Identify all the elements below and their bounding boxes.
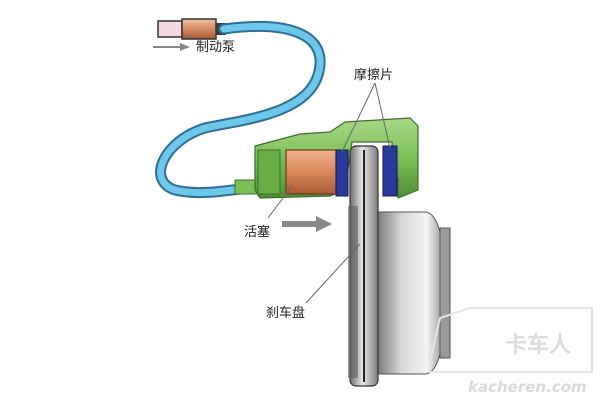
piston-push-arrow [282, 216, 332, 232]
wheel-hub [369, 211, 451, 375]
brake-disc [348, 145, 379, 387]
watermark-logo: 卡车人 kacheren.com [429, 307, 593, 396]
leader-lines [267, 82, 391, 304]
brake-hose [155, 21, 326, 199]
brake-disc-label: 刹车盘 [266, 305, 305, 321]
hose-fitting [234, 179, 258, 195]
master-cylinder-label: 制动泵 [196, 40, 235, 55]
watermark-brand: 卡车人 [505, 332, 571, 358]
master-cylinder [157, 18, 226, 40]
master-cylinder-arrow [153, 43, 190, 51]
piston-body [285, 149, 337, 195]
brake-pad-outer [382, 145, 398, 197]
brake-pad-inner [335, 149, 349, 197]
watermark-site: kacheren.com [468, 378, 587, 396]
brake-pads-label: 摩擦片 [354, 67, 393, 83]
piston-label: 活塞 [244, 224, 270, 240]
